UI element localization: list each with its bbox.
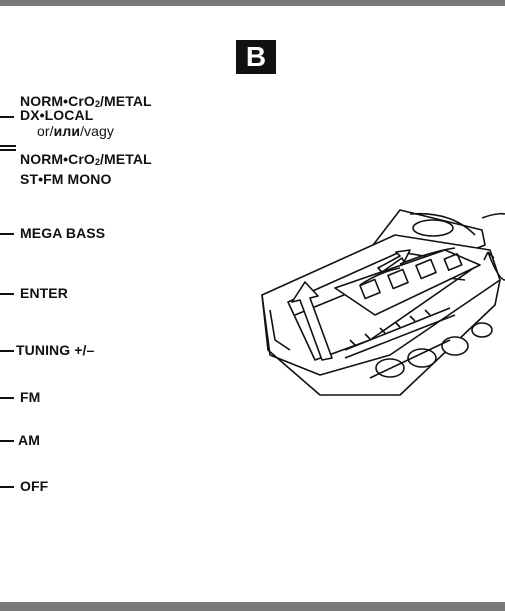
label-tape2-line1: NORM•CrO2/METAL [20,151,152,168]
bottom-rule [0,602,505,611]
tick-off [0,486,14,488]
label-tuning: TUNING +/– [16,342,95,358]
label-tape1-line2: DX•LOCAL [20,107,94,123]
section-letter-badge: B [236,40,276,74]
cassette-player-illustration [261,209,505,396]
label-fm: FM [20,389,41,405]
tick-enter [0,293,14,295]
tick-or-1 [0,145,16,147]
label-tape1-line1: NORM•CrO2/METAL [20,93,152,110]
top-rule [0,0,505,6]
label-tape2-line2: ST•FM MONO [20,171,112,187]
tick-or-2 [0,149,16,151]
label-mega-bass: MEGA BASS [20,225,106,241]
label-am: AM [18,432,40,448]
tick-fm [0,397,14,399]
tick-tape1 [0,116,14,118]
tick-tuning [0,350,14,352]
tick-mega-bass [0,233,14,235]
tick-am [0,440,14,442]
label-or: or/или/vagy [37,123,115,139]
label-off: OFF [20,478,49,494]
label-enter: ENTER [20,285,68,301]
section-letter: B [245,41,267,72]
